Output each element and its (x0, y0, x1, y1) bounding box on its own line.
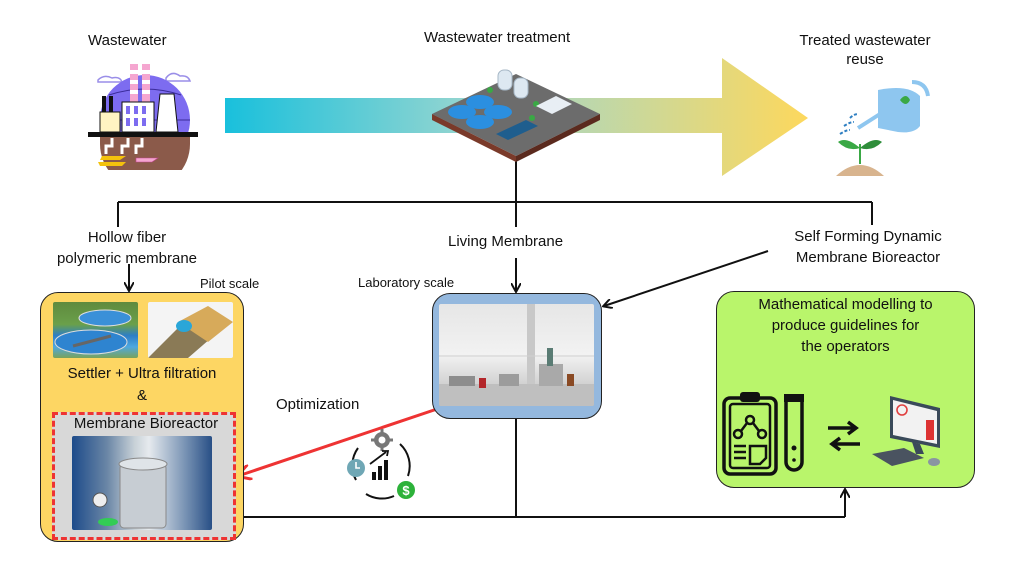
pilot-scale-label: Pilot scale (200, 276, 260, 291)
dollar-icon: $ (397, 481, 415, 499)
hollow-fiber-line2: polymeric membrane (56, 250, 198, 267)
svg-text:$: $ (402, 483, 410, 498)
sfdmbr-label: Self Forming Dynamic Membrane Bioreactor (778, 227, 958, 267)
modelling-box (716, 291, 975, 488)
optimization-cycle-icon: $ (347, 429, 415, 500)
hollow-fiber-label: Hollow fiber polymeric membrane (52, 228, 202, 268)
bottom-connector (244, 419, 845, 518)
settler-photo (53, 302, 138, 358)
laboratory-photo (439, 304, 594, 406)
wastewater-label: Wastewater (88, 32, 167, 49)
treatment-plant-icon (432, 69, 600, 162)
optimization-label: Optimization (276, 396, 360, 413)
mbr-label: Membrane Bioreactor (73, 415, 219, 432)
branch-tree (117, 160, 873, 227)
reuse-label-line1: Treated wastewater (799, 32, 931, 49)
reuse-label: Treated wastewater reuse (790, 31, 940, 69)
laboratory-scale-label: Laboratory scale (358, 275, 455, 290)
reuse-label-line2: reuse (846, 51, 884, 68)
living-membrane-label: Living Membrane (448, 233, 564, 250)
test-tube-icon (784, 394, 804, 472)
clock-icon (347, 459, 365, 477)
optimization-arrow (238, 404, 447, 476)
treatment-label: Wastewater treatment (424, 29, 571, 46)
arrow-sfdmbr-to-lab (604, 250, 769, 306)
hollow-fiber-line1: Hollow fiber (87, 229, 167, 246)
computer-workstation-icon (872, 396, 940, 466)
clipboard-analysis-icon (722, 392, 804, 476)
ultrafiltration-membrane-photo (148, 302, 233, 358)
ampersand-label: & (136, 387, 147, 404)
modelling-title-line3: the operators (801, 338, 890, 355)
sfdmbr-line2: Membrane Bioreactor (795, 249, 941, 266)
exchange-arrows-icon (828, 420, 860, 452)
bioreactor-photo (72, 436, 212, 530)
modelling-title-line2: produce guidelines for (771, 317, 920, 334)
bar-chart-growth-icon (369, 450, 390, 480)
modelling-title: Mathematical modelling to produce guidel… (716, 294, 975, 357)
watering-plant-icon (836, 80, 930, 176)
settler-uf-label: Settler + Ultra filtration (67, 365, 217, 382)
gear-icon (371, 429, 393, 451)
sfdmbr-line1: Self Forming Dynamic (794, 228, 942, 245)
factory-pollution-icon (88, 64, 198, 170)
modelling-title-line1: Mathematical modelling to (758, 296, 933, 313)
